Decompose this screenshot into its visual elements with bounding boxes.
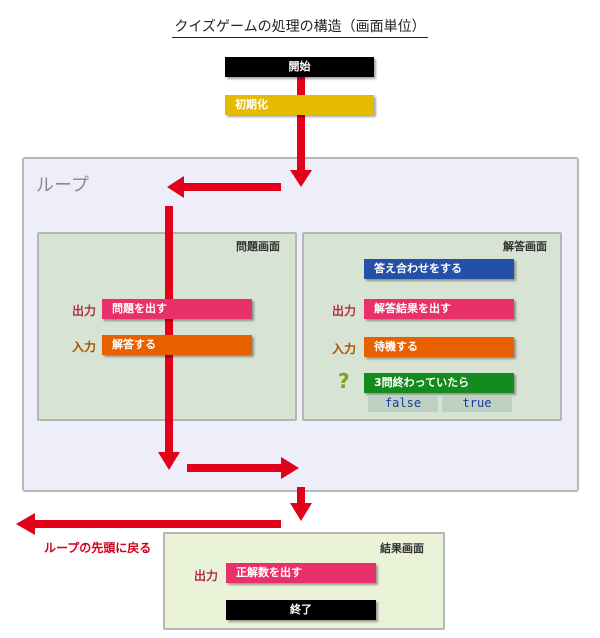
answer-check-bar: 答え合わせをする bbox=[364, 259, 514, 279]
question-input-label: 入力 bbox=[72, 340, 97, 354]
arrow-loop-back-shaft bbox=[33, 520, 281, 528]
arrow-loop-back-head bbox=[16, 513, 35, 535]
false-branch-label: false bbox=[368, 395, 438, 412]
loop-label: ループ bbox=[36, 175, 89, 196]
arrow-exit-down-shaft bbox=[297, 487, 305, 505]
condition-question-mark: ? bbox=[338, 369, 350, 393]
question-output-label: 出力 bbox=[72, 304, 97, 318]
diagram-title: クイズゲームの処理の構造（画面単位） bbox=[0, 16, 600, 38]
end-bar: 終了 bbox=[226, 600, 376, 620]
true-branch-label: true bbox=[442, 395, 512, 412]
arrow-start-down-head bbox=[290, 170, 312, 187]
arrow-loop-right-shaft bbox=[187, 464, 283, 472]
arrow-exit-down-head bbox=[290, 503, 312, 521]
question-output-bar: 問題を出す bbox=[102, 299, 252, 319]
arrow-start-down-shaft bbox=[297, 76, 305, 172]
arrow-loop-left-head bbox=[167, 176, 184, 198]
question-input-bar: 解答する bbox=[102, 335, 252, 355]
answer-output-bar: 解答結果を出す bbox=[364, 299, 514, 319]
arrow-loop-right-head bbox=[281, 457, 299, 479]
answer-screen-title: 解答画面 bbox=[503, 240, 547, 253]
arrow-loop-left-shaft bbox=[182, 183, 281, 191]
diagram-title-text: クイズゲームの処理の構造（画面単位） bbox=[172, 19, 428, 38]
arrow-main-down-head bbox=[158, 452, 180, 470]
loop-back-note: ループの先頭に戻る bbox=[44, 541, 152, 555]
question-screen-title: 問題画面 bbox=[236, 240, 280, 253]
answer-input-label: 入力 bbox=[332, 342, 357, 356]
init-bar: 初期化 bbox=[225, 95, 374, 115]
result-screen-title: 結果画面 bbox=[380, 542, 424, 555]
answer-input-bar: 待機する bbox=[364, 337, 514, 357]
answer-output-label: 出力 bbox=[332, 304, 357, 318]
condition-bar: 3問終わっていたら bbox=[364, 373, 514, 393]
result-output-label: 出力 bbox=[194, 569, 219, 583]
start-bar: 開始 bbox=[225, 57, 374, 77]
result-output-bar: 正解数を出す bbox=[226, 563, 376, 583]
arrow-main-down-shaft bbox=[165, 206, 173, 454]
